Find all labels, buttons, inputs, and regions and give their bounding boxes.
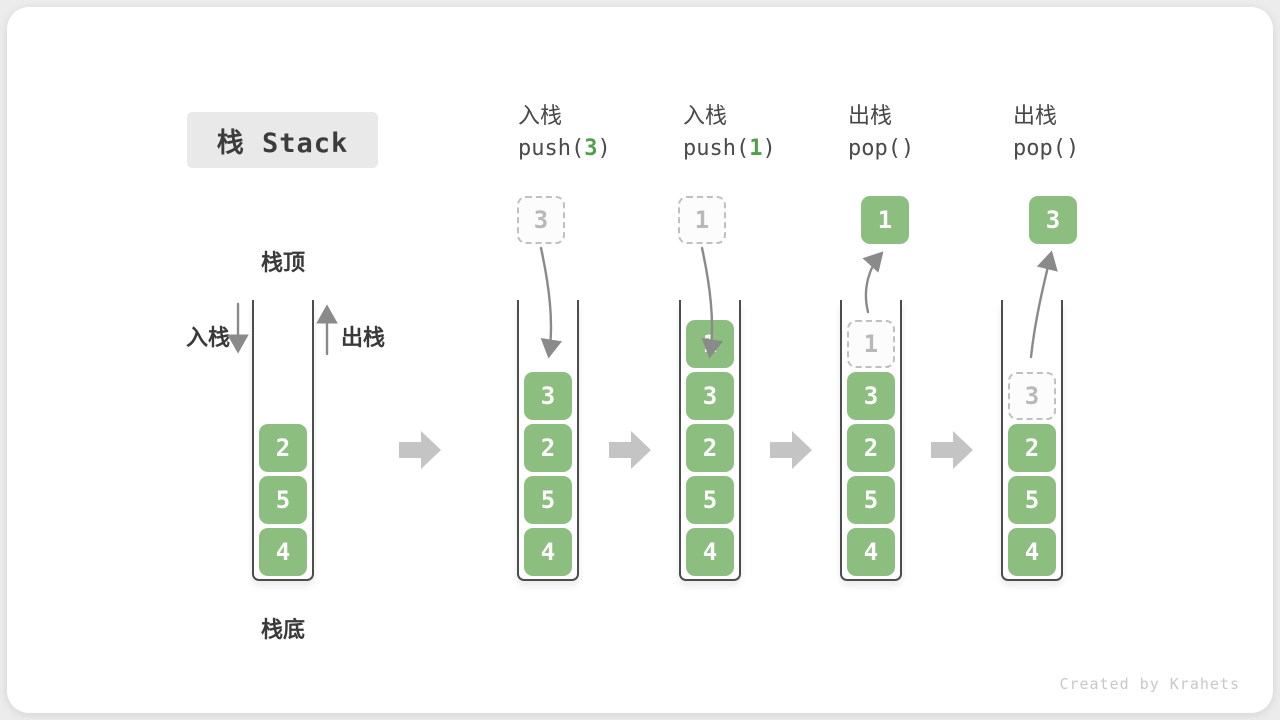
op-code: pop() xyxy=(1013,136,1080,161)
stack-cell: 4 xyxy=(1008,528,1056,576)
stack-bottom-label: 栈底 xyxy=(261,617,306,642)
op-code: pop() xyxy=(848,136,915,161)
stack-cell: 2 xyxy=(686,424,734,472)
op-code: push(1) xyxy=(683,136,776,161)
op-header-push-1: 入栈 push(1) xyxy=(683,100,833,166)
ghost-cell: 3 xyxy=(1008,372,1056,420)
stack-cell: 2 xyxy=(1008,424,1056,472)
stack-cell: 4 xyxy=(686,528,734,576)
push-side-label: 入栈 xyxy=(186,325,231,350)
watermark: Created by Krahets xyxy=(1059,675,1240,693)
stack-cell: 3 xyxy=(524,372,572,420)
right-arrow-icon xyxy=(931,431,973,469)
op-name: 入栈 xyxy=(683,103,728,128)
pop-side-label: 出栈 xyxy=(341,325,386,350)
op-name: 入栈 xyxy=(518,103,563,128)
op-name: 出栈 xyxy=(848,103,893,128)
stack-cell: 5 xyxy=(847,476,895,524)
stack-cell: 5 xyxy=(524,476,572,524)
right-arrow-icon xyxy=(609,431,651,469)
stack-cell: 4 xyxy=(524,528,572,576)
right-arrow-icon xyxy=(770,431,812,469)
stack-cell: 2 xyxy=(524,424,572,472)
stack-cell: 5 xyxy=(1008,476,1056,524)
ghost-cell: 1 xyxy=(847,320,895,368)
stack-cell: 4 xyxy=(259,528,307,576)
op-header-push-3: 入栈 push(3) xyxy=(518,100,668,166)
right-arrow-icon xyxy=(399,431,441,469)
stack-cell: 3 xyxy=(686,372,734,420)
op-arg: 1 xyxy=(749,136,763,161)
popped-value-box: 3 xyxy=(1029,196,1077,244)
title-box: 栈 Stack xyxy=(187,112,378,168)
stack-cell: 2 xyxy=(847,424,895,472)
stack-cell: 2 xyxy=(259,424,307,472)
incoming-value-box: 1 xyxy=(678,196,726,244)
stack-cell: 5 xyxy=(686,476,734,524)
op-code: push(3) xyxy=(518,136,611,161)
op-name: 出栈 xyxy=(1013,103,1058,128)
stack-cell: 5 xyxy=(259,476,307,524)
incoming-value-box: 3 xyxy=(517,196,565,244)
stack-top-label: 栈顶 xyxy=(261,250,306,275)
stack-cell: 3 xyxy=(847,372,895,420)
stack-cell: 4 xyxy=(847,528,895,576)
popped-value-box: 1 xyxy=(861,196,909,244)
stack-cell: 1 xyxy=(686,320,734,368)
op-header-pop-1: 出栈 pop() xyxy=(848,100,998,166)
op-header-pop-2: 出栈 pop() xyxy=(1013,100,1163,166)
page-title: 栈 Stack xyxy=(216,127,349,159)
op-arg: 3 xyxy=(584,136,598,161)
